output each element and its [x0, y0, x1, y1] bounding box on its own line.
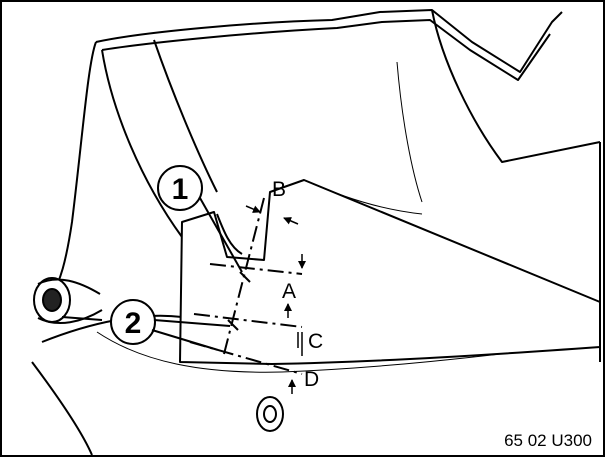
lid-panel	[179, 179, 601, 365]
roller	[33, 277, 103, 325]
svg-text:2: 2	[125, 307, 142, 340]
figure-code: 65 02 U300	[504, 431, 592, 450]
housing-outline	[51, 9, 601, 362]
dimension-label-b: B	[272, 178, 286, 201]
dimension-arrows	[245, 205, 306, 394]
dimension-label-d: D	[304, 368, 319, 391]
svg-text:1: 1	[172, 173, 189, 206]
dimension-label-a: A	[282, 280, 296, 303]
callout-1: 1	[157, 165, 243, 273]
dimension-label-c: C	[308, 330, 323, 353]
callout-2: 2	[110, 299, 231, 351]
reference-marks	[227, 271, 251, 331]
washer	[256, 396, 284, 432]
